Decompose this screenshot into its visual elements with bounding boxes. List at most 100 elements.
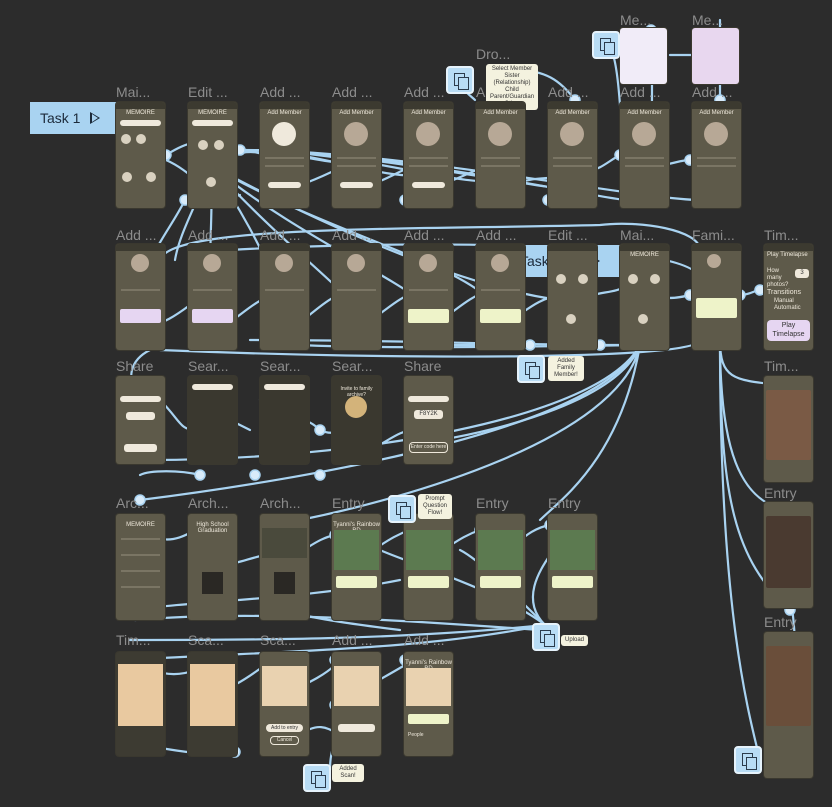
photo-count-label: How many photos?: [767, 268, 789, 288]
frame-label: Sca...: [188, 632, 224, 648]
edit-frame[interactable]: [548, 244, 597, 350]
annotation-added-family-member: Added Family Member!: [548, 356, 584, 381]
main-frame[interactable]: MEMOIRE: [116, 102, 165, 208]
app-logo: MEMOIRE: [630, 252, 659, 258]
frame-label: Add ...: [260, 84, 301, 100]
screen-title: Add Member: [699, 110, 734, 116]
screen-title: Add Member: [339, 110, 374, 116]
archive-frame[interactable]: [260, 514, 309, 620]
manual-option[interactable]: Manual: [774, 298, 794, 304]
frame-label: Edit ...: [188, 84, 228, 100]
transitions-label: Transitions: [767, 289, 801, 296]
frame-label: Tim...: [764, 227, 799, 243]
edit-frame[interactable]: MEMOIRE: [188, 102, 237, 208]
dropdown-item[interactable]: Select Member: [491, 66, 533, 72]
add-to-entry-button[interactable]: Add to entry: [266, 724, 303, 732]
scan-frame[interactable]: [188, 652, 237, 756]
frame-label: Arch...: [188, 495, 229, 511]
code-input[interactable]: Enter code here: [409, 442, 448, 453]
timelapse-settings-frame[interactable]: Play Timelapse How many photos? 3 Transi…: [764, 244, 813, 350]
add-member-frame[interactable]: Add Member: [404, 102, 453, 208]
play-timelapse-button[interactable]: Play Timelapse: [767, 320, 810, 341]
component-link-icon[interactable]: [532, 623, 560, 651]
annotation-prompt-question: Prompt Question Flow!: [418, 494, 452, 519]
app-logo: MEMOIRE: [198, 110, 227, 116]
invite-text: Invite to family archive?: [340, 386, 373, 398]
screen-title: Add Member: [555, 110, 590, 116]
frame-label: Add ...: [404, 84, 445, 100]
timelapse-photo-frame[interactable]: [764, 632, 813, 778]
menu-frame[interactable]: [620, 28, 667, 84]
add-frame[interactable]: [116, 244, 165, 350]
screen-title: Add Member: [627, 110, 662, 116]
frame-label: Dro...: [476, 46, 511, 62]
add-member-frame[interactable]: Add Member: [620, 102, 669, 208]
add-frame[interactable]: [332, 244, 381, 350]
cancel-button[interactable]: Cancel: [270, 736, 299, 745]
frame-label: Add ...: [476, 227, 517, 243]
timelapse-photo-frame[interactable]: [764, 502, 813, 608]
frame-label: Add ...: [260, 227, 301, 243]
add-scan-frame[interactable]: [332, 652, 381, 756]
screen-title: Add Member: [483, 110, 518, 116]
search-invite-frame[interactable]: Invite to family archive?: [332, 376, 381, 464]
annotation-added-scan: Added Scan!: [332, 764, 364, 782]
scan-frame[interactable]: [116, 652, 165, 756]
add-member-frame[interactable]: Add Member: [332, 102, 381, 208]
add-frame[interactable]: [404, 244, 453, 350]
frame-label: Share: [116, 358, 154, 374]
component-link-icon[interactable]: [446, 66, 474, 94]
frame-label: Entry: [548, 495, 581, 511]
play-label: Play: [781, 322, 796, 329]
add-frame[interactable]: [188, 244, 237, 350]
task-1-label: Task 1: [40, 110, 81, 126]
automatic-option[interactable]: Automatic: [774, 305, 801, 311]
frame-label: Add ...: [188, 227, 229, 243]
archive-title: High School Graduation: [196, 522, 229, 534]
add-member-frame[interactable]: Add Member: [548, 102, 597, 208]
add-member-frame[interactable]: Add Member: [692, 102, 741, 208]
frame-label: Share: [404, 358, 442, 374]
dropdown-item[interactable]: Parent/Guardian: [490, 94, 535, 100]
screen-title: Add Member: [267, 110, 302, 116]
search-frame[interactable]: [188, 376, 237, 464]
frame-label: Sear...: [188, 358, 229, 374]
add-frame[interactable]: [260, 244, 309, 350]
entry-frame[interactable]: [476, 514, 525, 620]
archive-frame[interactable]: MEMOIRE: [116, 514, 165, 620]
share-frame[interactable]: [116, 376, 165, 464]
add-member-frame[interactable]: Add Member: [260, 102, 309, 208]
share-frame[interactable]: F8Y2K Enter code here: [404, 376, 453, 464]
share-code: F8Y2K: [414, 410, 443, 419]
frame-label: Arc...: [116, 495, 149, 511]
frame-label: Add ...: [620, 84, 661, 100]
photo-count-input[interactable]: 3: [795, 269, 809, 278]
frame-label: Mai...: [116, 84, 151, 100]
add-frame[interactable]: [476, 244, 525, 350]
entry-frame[interactable]: [404, 514, 453, 620]
component-link-icon[interactable]: [303, 764, 331, 792]
frame-label: Add ...: [332, 227, 373, 243]
entry-frame[interactable]: Tyanni's Rainbow BD: [332, 514, 381, 620]
annotation-upload: Upload: [561, 635, 589, 646]
dropdown-item[interactable]: Child: [505, 87, 519, 93]
frame-label: Tim...: [764, 358, 799, 374]
component-link-icon[interactable]: [592, 31, 620, 59]
family-frame[interactable]: [692, 244, 741, 350]
timelapse-photo-frame[interactable]: [764, 376, 813, 482]
screen-title: Play Timelapse: [767, 252, 808, 258]
component-link-icon[interactable]: [517, 355, 545, 383]
dropdown-item[interactable]: Sister (Relationship): [493, 73, 531, 86]
entry-frame[interactable]: [548, 514, 597, 620]
entry-frame[interactable]: Tyanni's Rainbow BDPeople: [404, 652, 453, 756]
archive-frame[interactable]: High School Graduation: [188, 514, 237, 620]
frame-label: Add ...: [116, 227, 157, 243]
people-label: People: [408, 732, 424, 738]
component-link-icon[interactable]: [734, 746, 762, 774]
main-frame[interactable]: MEMOIRE: [620, 244, 669, 350]
search-frame[interactable]: [260, 376, 309, 464]
add-member-frame[interactable]: Add Member: [476, 102, 525, 208]
menu-frame-2[interactable]: [692, 28, 739, 84]
component-link-icon[interactable]: [388, 495, 416, 523]
